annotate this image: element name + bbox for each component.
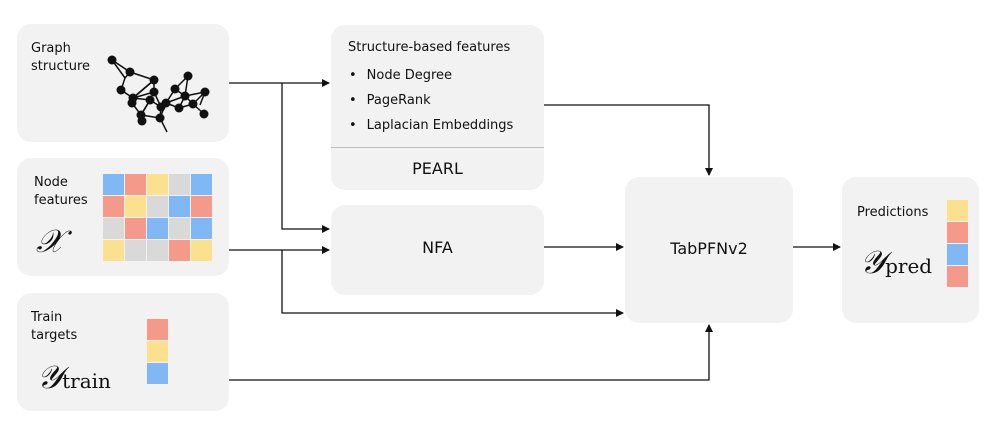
tabpfn-label: TabPFNv2	[670, 239, 748, 258]
feature-matrix	[103, 174, 213, 262]
feature-cell	[169, 174, 190, 195]
feature-cell	[147, 174, 168, 195]
pearl-label: PEARL	[412, 159, 463, 178]
arrow-graph-to-nfa	[281, 83, 330, 233]
feature-cell	[191, 196, 212, 217]
structure-features-box: Structure-based features Node Degree Pag…	[331, 25, 544, 190]
feature-cell	[103, 218, 124, 239]
feature-cell	[103, 196, 124, 217]
nfa-box: NFA	[331, 205, 544, 295]
train-target-cell	[147, 319, 168, 340]
node-features-box: Node features 𝒳	[17, 158, 229, 276]
tabpfn-box: TabPFNv2	[625, 177, 793, 323]
prediction-cell	[947, 200, 968, 221]
predictions-label: Predictions	[857, 205, 929, 220]
prediction-cell	[947, 222, 968, 243]
predictions-box: Predictions 𝒴pred	[842, 177, 979, 323]
feature-cell	[147, 196, 168, 217]
train-targets-label: Train targets	[31, 310, 78, 343]
feature-cell	[169, 196, 190, 217]
feature-item-laplacian: Laplacian Embeddings	[349, 113, 514, 138]
structure-features-list: Node Degree PageRank Laplacian Embedding…	[349, 63, 514, 138]
prediction-column	[947, 200, 969, 288]
structure-features-title: Structure-based features	[348, 40, 511, 55]
feature-cell	[103, 240, 124, 261]
feature-item-pagerank: PageRank	[349, 88, 513, 113]
feature-cell	[125, 174, 146, 195]
feature-cell	[125, 196, 146, 217]
feature-cell	[103, 174, 124, 195]
train-symbol-y: 𝒴	[37, 358, 63, 396]
feature-item-node-degree: Node Degree	[349, 63, 513, 88]
arrow-features-to-tabpfn	[281, 250, 624, 317]
train-target-cell	[147, 341, 168, 362]
node-features-label: Node features	[34, 175, 88, 208]
feature-cell	[169, 240, 190, 261]
pred-symbol-subscript: pred	[885, 254, 933, 278]
feature-cell	[125, 240, 146, 261]
structure-features-divider	[331, 147, 544, 148]
feature-cell	[191, 218, 212, 239]
feature-cell	[147, 218, 168, 239]
pred-symbol-y: 𝒴	[860, 243, 886, 281]
feature-cell	[191, 240, 212, 261]
graph-network-icon	[107, 55, 210, 133]
train-targets-symbol: 𝒴train	[37, 358, 111, 397]
feature-cell	[169, 218, 190, 239]
train-target-cell	[147, 363, 168, 384]
feature-cell	[147, 240, 168, 261]
prediction-cell	[947, 244, 968, 265]
predictions-symbol: 𝒴pred	[860, 243, 932, 282]
nfa-label: NFA	[422, 238, 453, 257]
graph-structure-label: Graph structure	[31, 41, 90, 74]
train-symbol-subscript: train	[62, 369, 111, 393]
train-targets-box: Train targets 𝒴train	[17, 293, 229, 411]
arrow-targets-to-tabpfn	[229, 324, 713, 381]
feature-cell	[125, 218, 146, 239]
node-features-symbol: 𝒳	[36, 222, 64, 260]
graph-structure-box: Graph structure	[17, 24, 229, 142]
train-target-column	[147, 319, 169, 385]
arrow-structure-to-tabpfn	[544, 104, 713, 176]
feature-cell	[191, 174, 212, 195]
prediction-cell	[947, 266, 968, 287]
